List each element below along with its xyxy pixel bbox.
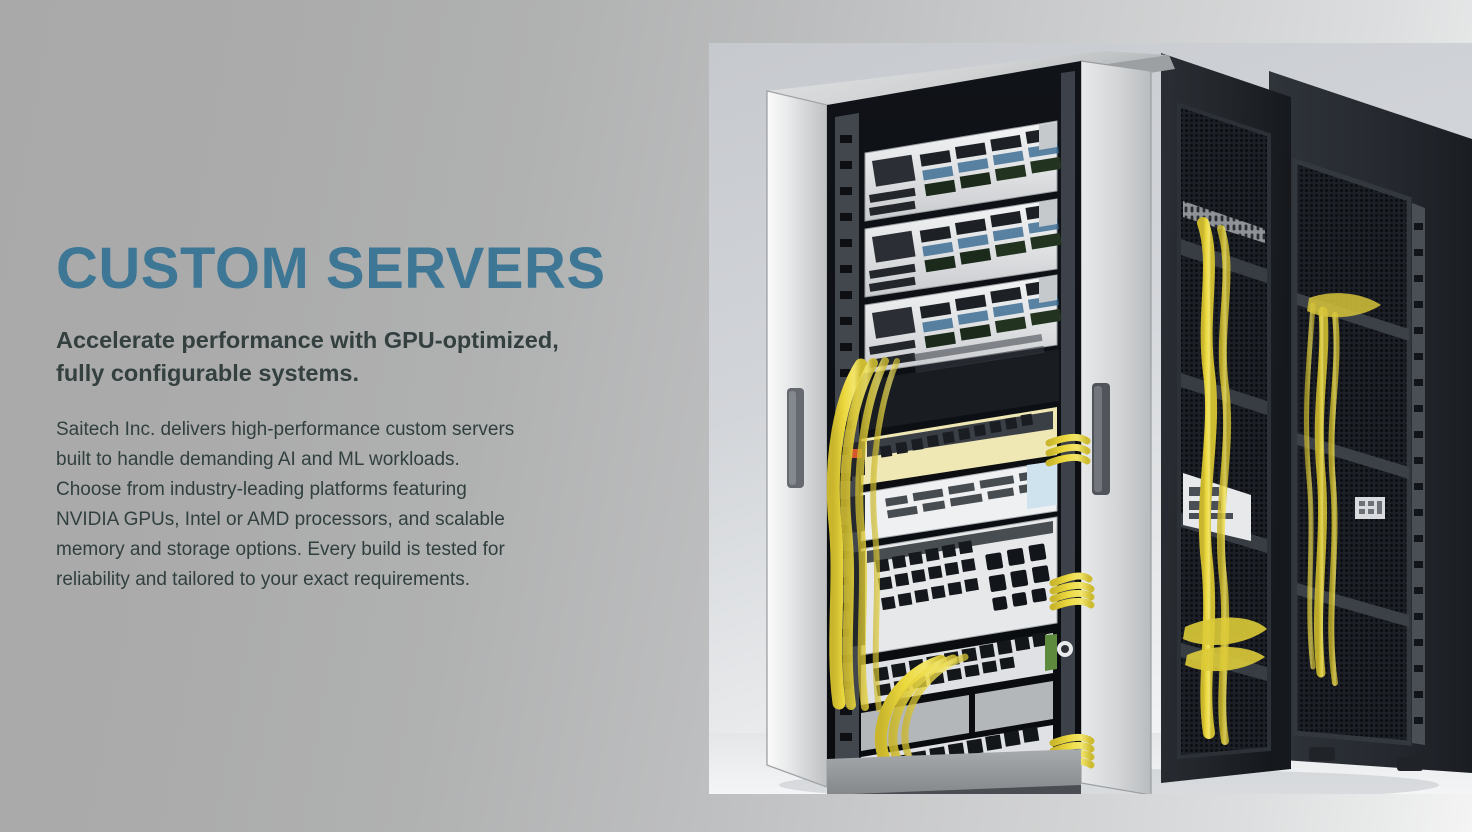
rear-cabinet-foot — [1397, 757, 1423, 771]
server-unit-2 — [864, 198, 1062, 298]
rack-door-handle-right — [1092, 383, 1110, 495]
rear-cabinet-bay — [1269, 71, 1472, 773]
cable-fan-right — [1045, 433, 1095, 771]
middle-cabinet-bay — [1161, 53, 1291, 783]
rack-door-handle-left — [787, 388, 804, 488]
rear-status-indicator — [1355, 497, 1385, 519]
main-rack-cabinet — [766, 51, 1175, 794]
server-unit-1 — [864, 120, 1062, 222]
body-paragraph: Saitech Inc. delivers high-performance c… — [56, 415, 616, 595]
text-column: CUSTOM SERVERS Accelerate performance wi… — [56, 240, 656, 595]
rear-cable-loom — [1307, 293, 1381, 318]
body-line: reliability and tailored to your exact r… — [56, 568, 470, 590]
body-line: memory and storage options. Every build … — [56, 538, 505, 560]
page-title: CUSTOM SERVERS — [56, 236, 606, 301]
rear-cabinet-foot — [1309, 747, 1335, 761]
front-cable-bundle-top — [826, 357, 900, 712]
body-line: NVIDIA GPUs, Intel or AMD processors, an… — [56, 508, 505, 530]
server-unit-3 — [864, 274, 1062, 374]
body-line: built to handle demanding AI and ML work… — [56, 448, 460, 470]
server-rack-illustration — [709, 43, 1472, 794]
middle-cable-loom — [1183, 617, 1267, 672]
rear-cable-bundle — [1303, 302, 1340, 686]
rack-plinth — [827, 749, 1081, 794]
subheadline: Accelerate performance with GPU-optimize… — [56, 324, 644, 391]
body-line: Choose from industry-leading platforms f… — [56, 478, 467, 500]
body-line: Saitech Inc. delivers high-performance c… — [56, 418, 515, 440]
blank-vent-panel — [861, 349, 1059, 431]
switch-status-led — [1057, 641, 1073, 657]
patch-panel-dense — [849, 516, 1058, 656]
subheadline-line-2: fully configurable systems. — [56, 360, 359, 387]
server-rack-photo — [709, 43, 1472, 794]
subheadline-line-1: Accelerate performance with GPU-optimize… — [56, 327, 559, 353]
